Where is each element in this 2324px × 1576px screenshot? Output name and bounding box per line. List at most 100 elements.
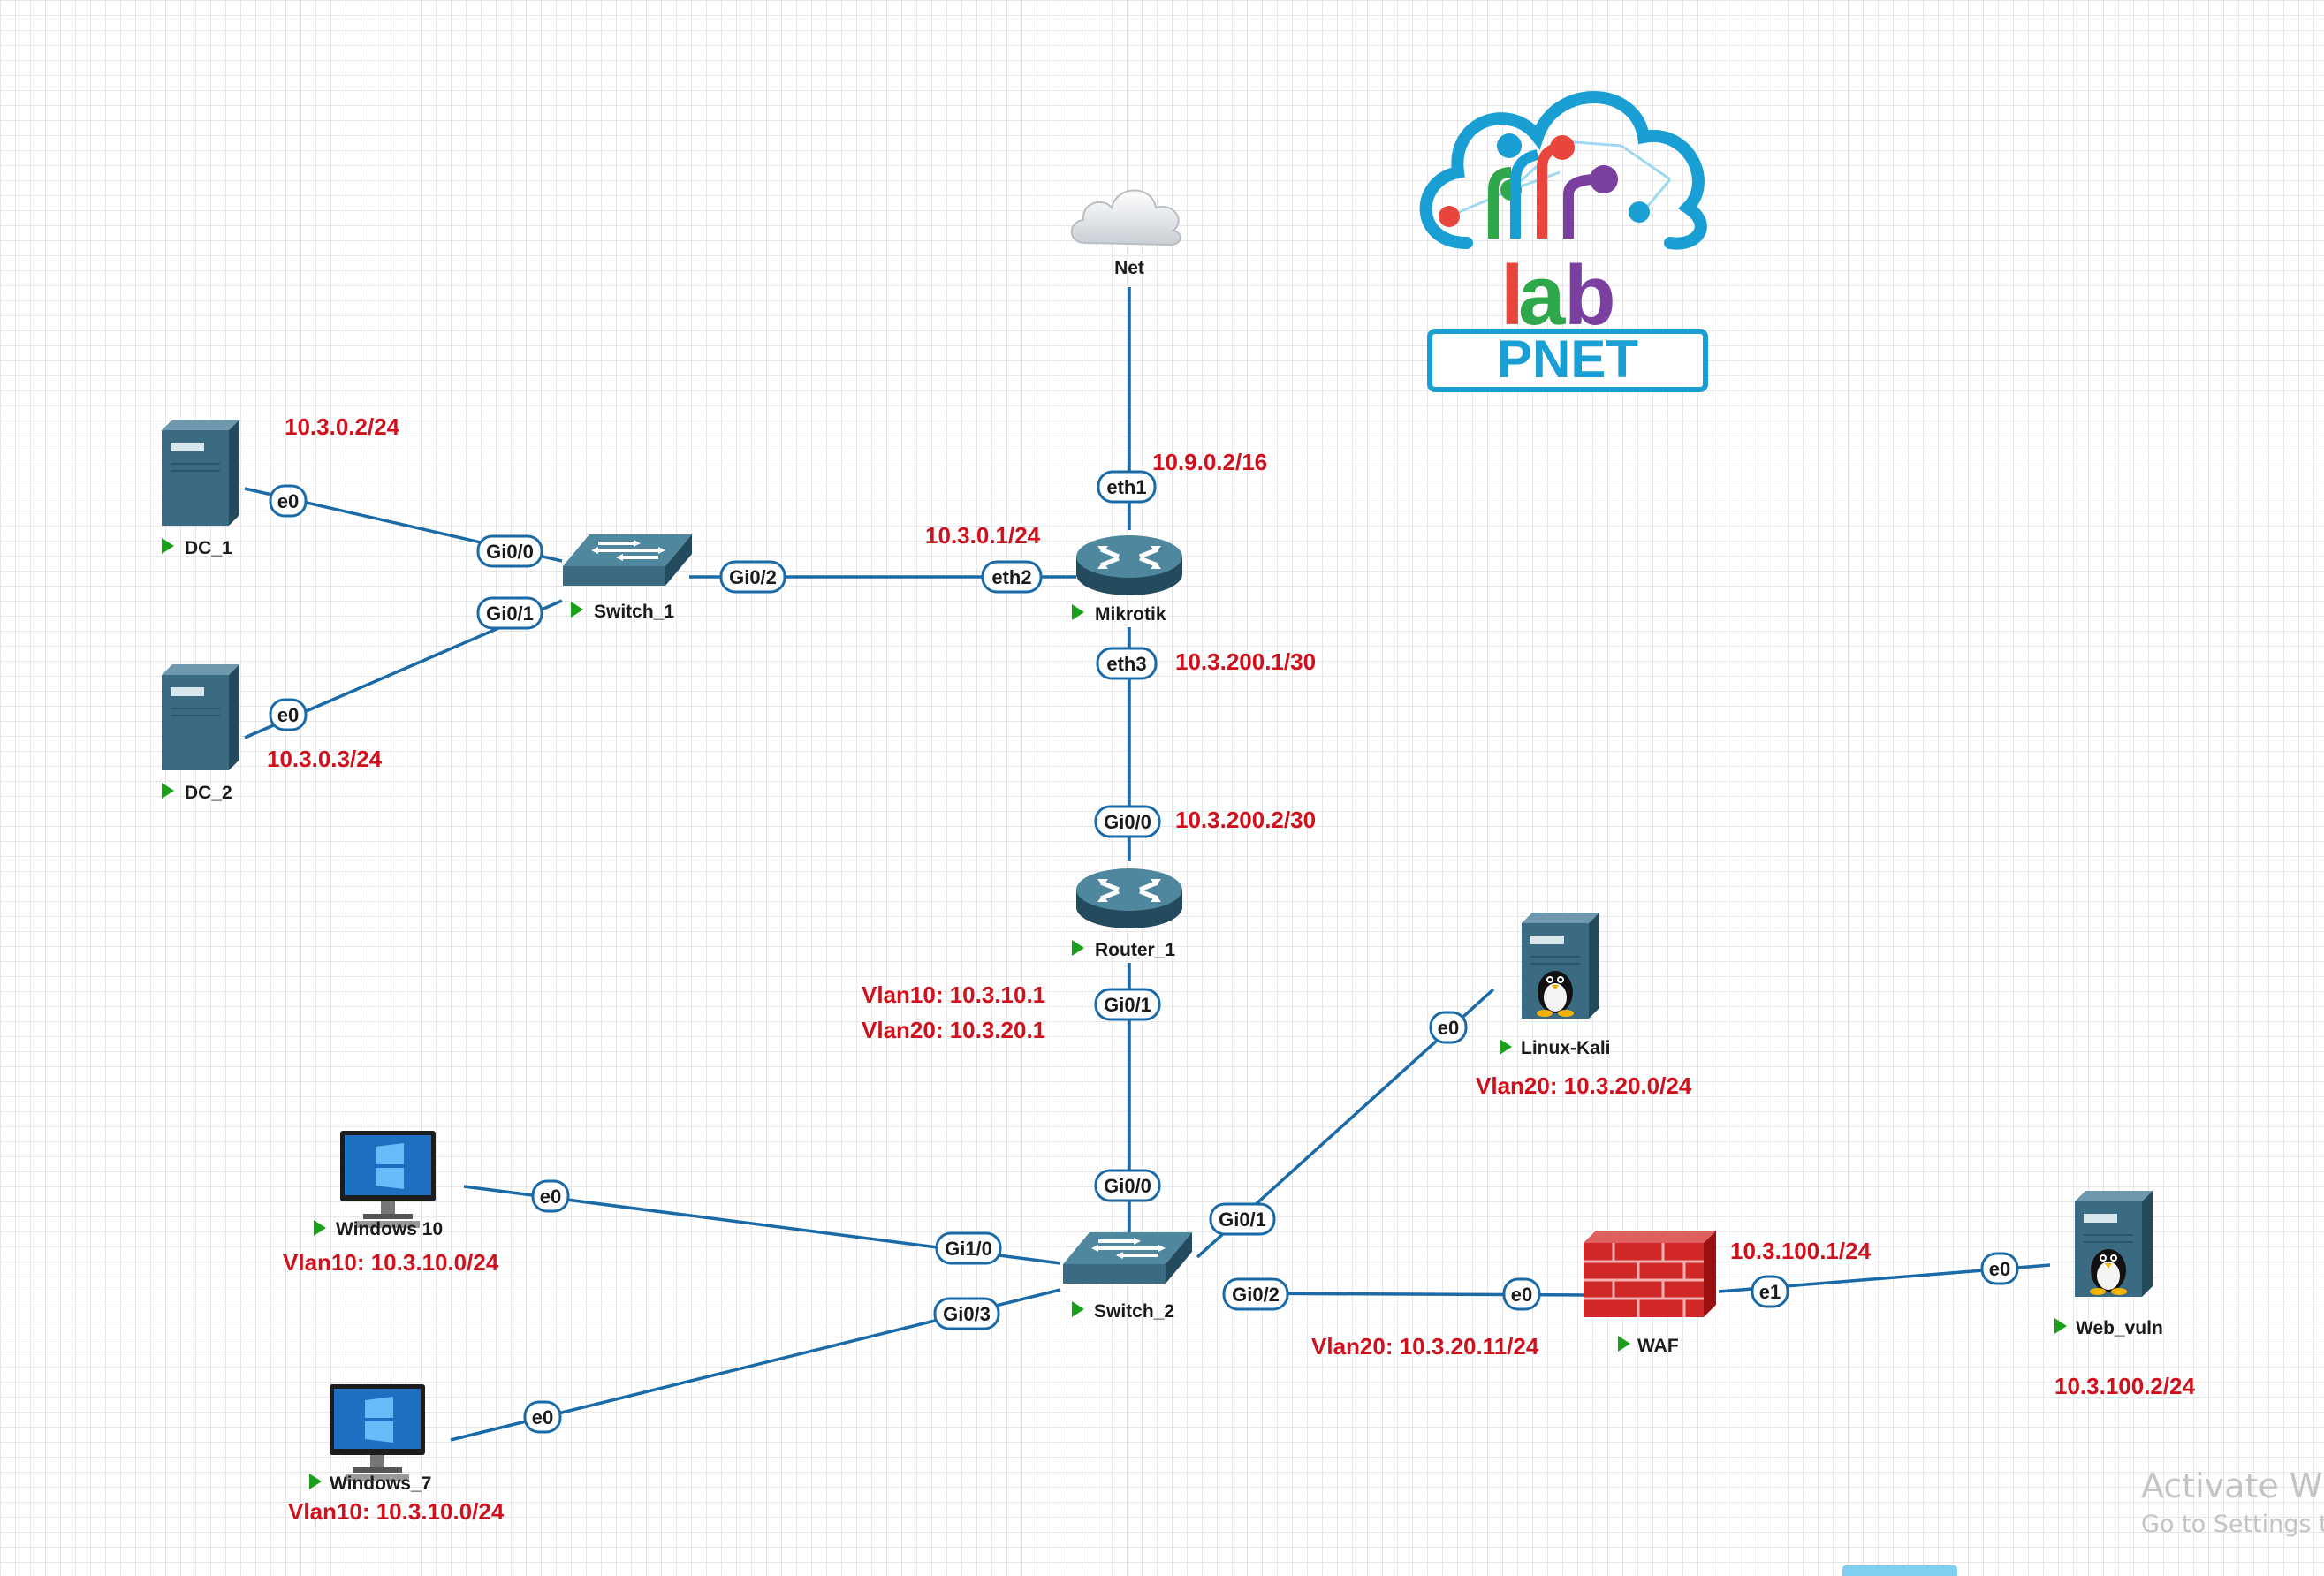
node-label: Web_vuln bbox=[2076, 1318, 2163, 1338]
play-icon[interactable] bbox=[1072, 604, 1084, 620]
svg-text:Gi0/2: Gi0/2 bbox=[1232, 1284, 1280, 1306]
port-switch2-gi01[interactable]: Gi0/1 bbox=[1209, 1202, 1276, 1236]
svg-text:e0: e0 bbox=[1511, 1284, 1532, 1306]
svg-text:l: l bbox=[1500, 248, 1524, 343]
svg-text:Gi0/1: Gi0/1 bbox=[1219, 1209, 1266, 1231]
port-router1-gi01[interactable]: Gi0/1 bbox=[1094, 988, 1161, 1021]
svg-text:e0: e0 bbox=[277, 490, 299, 512]
node-switch1[interactable]: Switch_1 bbox=[561, 533, 694, 622]
port-switch2-gi10[interactable]: Gi1/0 bbox=[935, 1231, 1002, 1265]
play-icon[interactable] bbox=[162, 783, 174, 799]
logo-label: PNET bbox=[1497, 330, 1638, 389]
play-icon[interactable] bbox=[162, 538, 174, 554]
play-icon[interactable] bbox=[314, 1220, 326, 1236]
svg-text:Gi0/0: Gi0/0 bbox=[1104, 1175, 1151, 1197]
svg-text:b: b bbox=[1564, 248, 1616, 343]
server-icon bbox=[161, 663, 240, 771]
svg-text:Gi1/0: Gi1/0 bbox=[945, 1238, 992, 1260]
port-switch1-gi00[interactable]: Gi0/0 bbox=[476, 534, 543, 568]
node-label: Linux-Kali bbox=[1521, 1038, 1611, 1058]
ip-label-mikrotik-eth3: 10.3.200.1/30 bbox=[1175, 648, 1316, 675]
node-label: DC_1 bbox=[185, 538, 232, 558]
desktop-icon bbox=[340, 1131, 436, 1228]
svg-text:e1: e1 bbox=[1759, 1281, 1781, 1303]
node-router1[interactable]: Router_1 bbox=[1072, 868, 1182, 960]
node-waf[interactable]: WAF bbox=[1582, 1229, 1718, 1356]
port-switch2-gi00[interactable]: Gi0/0 bbox=[1094, 1169, 1161, 1202]
play-icon[interactable] bbox=[571, 602, 583, 618]
port-mikrotik-eth1[interactable]: eth1 bbox=[1097, 470, 1157, 504]
node-kali[interactable]: Linux-Kali bbox=[1500, 913, 1611, 1058]
switch-icon bbox=[1061, 1231, 1194, 1285]
ip-label-kali: Vlan20: 10.3.20.0/24 bbox=[1476, 1072, 1692, 1099]
svg-text:Gi0/2: Gi0/2 bbox=[729, 566, 777, 588]
node-dc1[interactable]: DC_1 bbox=[161, 419, 240, 558]
svg-text:e0: e0 bbox=[532, 1406, 553, 1428]
svg-text:Gi0/0: Gi0/0 bbox=[486, 541, 534, 563]
play-icon[interactable] bbox=[1072, 940, 1084, 956]
server-icon bbox=[161, 419, 240, 527]
node-label: DC_2 bbox=[185, 783, 232, 803]
port-dc1-e0[interactable]: e0 bbox=[269, 484, 308, 518]
router-icon bbox=[1076, 535, 1182, 595]
port-switch2-gi02[interactable]: Gi0/2 bbox=[1222, 1277, 1289, 1311]
node-label: Router_1 bbox=[1095, 940, 1175, 960]
node-win7[interactable]: Windows_7 bbox=[309, 1384, 431, 1494]
port-win7-e0[interactable]: e0 bbox=[523, 1400, 562, 1434]
port-switch2-gi03[interactable]: Gi0/3 bbox=[933, 1297, 1000, 1330]
play-icon[interactable] bbox=[1072, 1301, 1084, 1317]
svg-text:e0: e0 bbox=[1989, 1258, 2010, 1280]
activation-watermark-subtitle: Go to Settings t bbox=[2141, 1511, 2324, 1538]
port-switch1-gi02[interactable]: Gi0/2 bbox=[719, 560, 786, 594]
ip-label-webvuln: 10.3.100.2/24 bbox=[2054, 1373, 2196, 1399]
node-switch2[interactable]: Switch_2 bbox=[1061, 1231, 1194, 1322]
desktop-icon bbox=[330, 1384, 425, 1481]
svg-text:a: a bbox=[1518, 248, 1566, 343]
play-icon[interactable] bbox=[2054, 1318, 2067, 1334]
port-dc2-e0[interactable]: e0 bbox=[269, 698, 308, 731]
svg-text:e0: e0 bbox=[1438, 1017, 1459, 1039]
node-label: Mikrotik bbox=[1095, 604, 1166, 625]
svg-text:Gi0/1: Gi0/1 bbox=[1104, 994, 1151, 1016]
node-label: WAF bbox=[1637, 1336, 1679, 1356]
play-icon[interactable] bbox=[309, 1474, 322, 1489]
port-switch1-gi01[interactable]: Gi0/1 bbox=[476, 596, 543, 630]
ip-label-dc1: 10.3.0.2/24 bbox=[285, 413, 400, 440]
port-mikrotik-eth3[interactable]: eth3 bbox=[1096, 647, 1158, 680]
port-waf-e0[interactable]: e0 bbox=[1502, 1277, 1541, 1311]
taskbar-tab[interactable] bbox=[1842, 1565, 1957, 1576]
svg-text:Gi0/3: Gi0/3 bbox=[943, 1303, 991, 1325]
port-router1-gi00[interactable]: Gi0/0 bbox=[1094, 805, 1161, 838]
linux-server-icon bbox=[1522, 913, 1599, 1019]
play-icon[interactable] bbox=[1618, 1336, 1630, 1352]
node-webvuln[interactable]: Web_vuln bbox=[2054, 1191, 2163, 1338]
node-label: Windows_7 bbox=[330, 1474, 431, 1494]
node-mikrotik[interactable]: Mikrotik bbox=[1072, 535, 1182, 625]
ip-label-win10: Vlan10: 10.3.10.0/24 bbox=[283, 1249, 499, 1276]
firewall-icon bbox=[1582, 1229, 1718, 1319]
svg-text:eth2: eth2 bbox=[991, 566, 1031, 588]
port-webvuln-e0[interactable]: e0 bbox=[1980, 1252, 2019, 1285]
svg-text:e0: e0 bbox=[277, 704, 299, 726]
ip-label-win7: Vlan10: 10.3.10.0/24 bbox=[288, 1498, 505, 1525]
node-win10[interactable]: Windows 10 bbox=[314, 1131, 443, 1239]
node-label: Switch_1 bbox=[594, 602, 674, 622]
ip-label-dc2: 10.3.0.3/24 bbox=[267, 746, 383, 772]
ip-label-waf-e1: 10.3.100.1/24 bbox=[1730, 1238, 1872, 1264]
ip-label-mikrotik-eth1: 10.9.0.2/16 bbox=[1152, 449, 1267, 475]
ip-label-mikrotik-eth2: 10.3.0.1/24 bbox=[925, 522, 1041, 549]
port-kali-e0[interactable]: e0 bbox=[1429, 1011, 1468, 1044]
port-win10-e0[interactable]: e0 bbox=[531, 1179, 570, 1213]
svg-text:eth3: eth3 bbox=[1106, 653, 1146, 675]
port-waf-e1[interactable]: e1 bbox=[1751, 1275, 1789, 1308]
ip-label-router1-gi00: 10.3.200.2/30 bbox=[1175, 807, 1316, 833]
port-mikrotik-eth2[interactable]: eth2 bbox=[981, 560, 1043, 594]
play-icon[interactable] bbox=[1500, 1039, 1512, 1055]
node-label: Windows 10 bbox=[336, 1219, 443, 1239]
node-dc2[interactable]: DC_2 bbox=[161, 663, 240, 803]
node-net[interactable]: Net bbox=[1070, 189, 1181, 279]
svg-text:eth1: eth1 bbox=[1106, 476, 1146, 498]
router-icon bbox=[1076, 868, 1182, 928]
node-label: Net bbox=[1114, 258, 1144, 278]
